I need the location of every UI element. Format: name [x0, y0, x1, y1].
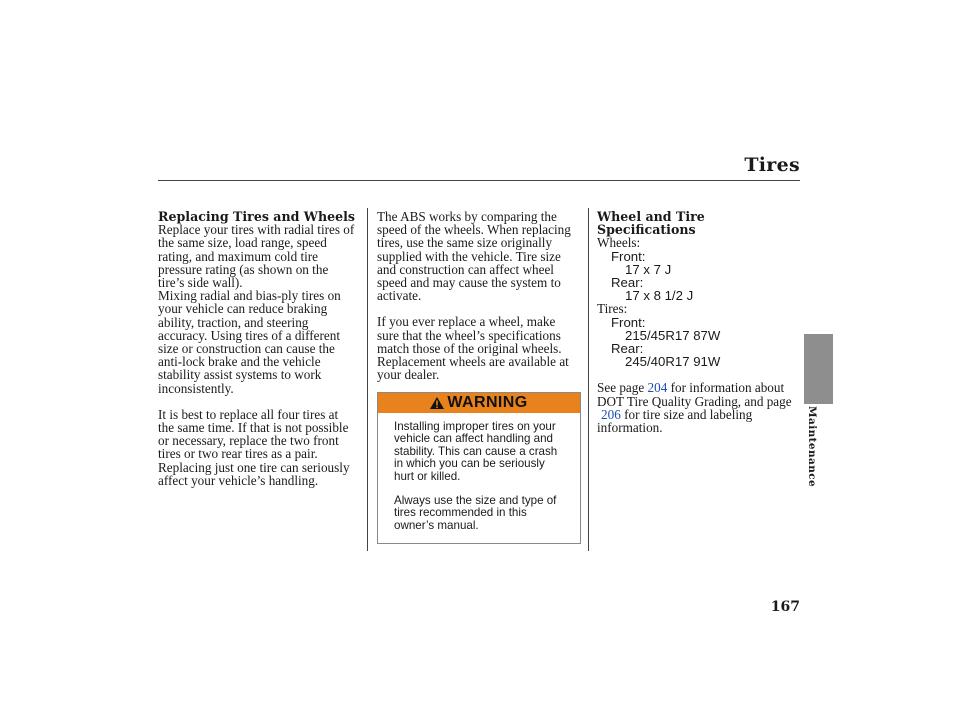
text-line: accuracy. Using tires of a different [158, 327, 340, 343]
left-paragraph-3: It is best to replace all four tires at … [158, 408, 363, 487]
text-line: tires or two rear tires as a pair. [158, 446, 318, 462]
text-span: for information about [667, 380, 785, 396]
text-line: The ABS works by comparing the [377, 209, 557, 224]
wheels-label: Wheels: [597, 235, 641, 251]
page-link-206[interactable]: 206 [601, 406, 621, 422]
text-line: speed of the wheels. When replacing [377, 222, 571, 238]
warning-box: WARNING Installing improper tires on you… [377, 392, 581, 544]
middle-paragraph-1: The ABS works by comparing the speed of … [377, 209, 585, 304]
see-page-line-2: DOT Tire Quality Grading, and page [597, 393, 792, 409]
text-line: stability. This can cause a crash [394, 444, 558, 458]
tires-rear-label: Rear: [611, 341, 644, 357]
text-line: hurt or killed. [394, 469, 461, 483]
warning-title: WARNING [447, 394, 528, 411]
warning-header: WARNING [378, 393, 580, 413]
text-line: owner’s manual. [394, 518, 479, 532]
section-tab-label: Maintenance [806, 406, 818, 488]
section-heading-specifications: Wheel and Tire Specifications [597, 209, 705, 238]
section-heading-replacing: Replacing Tires and Wheels [158, 209, 356, 224]
wheels-front-label: Front: [611, 248, 646, 264]
column-divider-left [367, 208, 368, 551]
text-line: Replace your tires with radial tires of [158, 222, 355, 238]
text-line: activate. [377, 288, 422, 304]
text-line: supplied with the vehicle. Tire size [377, 248, 561, 264]
text-line: tires recommended in this [394, 506, 527, 520]
see-page-line-4: information. [597, 420, 663, 436]
text-line: tires, use the same size originally [377, 235, 553, 251]
right-column: Wheel and Tire Specifications Wheels: Fr… [597, 210, 802, 434]
middle-column: The ABS works by comparing the speed of … [377, 209, 585, 382]
warning-triangle-icon [430, 397, 445, 409]
tires-label: Tires: [597, 301, 628, 317]
text-line: the same size, load range, speed [158, 235, 327, 251]
text-line: ability, traction, and steering [158, 314, 309, 330]
text-span: for tire size and labeling [620, 406, 753, 422]
page-link-204[interactable]: 204 [647, 380, 668, 396]
text-line: If you ever replace a wheel, make [377, 314, 556, 330]
wheels-front-value: 17 x 7 J [625, 261, 672, 277]
text-line: rating, and maximum cold tire [158, 248, 319, 264]
page-title: Tires [744, 154, 800, 176]
tires-front-value: 215/45R17 87W [625, 327, 721, 343]
text-line: tire’s side wall). [158, 275, 243, 291]
text-line: Always use the size and type of [394, 494, 557, 508]
text-span: See page [597, 380, 648, 396]
text-line: Mixing radial and bias-ply tires on [158, 288, 341, 304]
text-line: your dealer. [377, 367, 440, 383]
left-paragraph-1: Replace your tires with radial tires of … [158, 223, 363, 289]
tires-rear-value: 245/40R17 91W [625, 354, 721, 370]
header-rule [158, 180, 800, 181]
section-tab-marker [804, 334, 833, 404]
wheels-rear-value: 17 x 8 1/2 J [625, 288, 694, 304]
tires-front-label: Front: [611, 314, 646, 330]
text-line: anti-lock brake and the vehicle [158, 354, 321, 370]
text-line: the same time. If that is not possible [158, 420, 349, 436]
text-line: Replacement wheels are available at [377, 354, 569, 370]
text-line: Installing improper tires on your [394, 420, 556, 433]
left-paragraph-2: Mixing radial and bias-ply tires on your… [158, 289, 363, 395]
text-line: inconsistently. [158, 380, 234, 396]
left-column: Replacing Tires and Wheels Replace your … [158, 210, 363, 487]
text-line: match those of the original wheels. [377, 340, 562, 356]
text-line: vehicle can affect handling and [394, 432, 553, 446]
text-line: affect your vehicle’s handling. [158, 472, 319, 488]
text-line: It is best to replace all four tires at [158, 406, 339, 422]
see-page-line-3: 206 for tire size and labeling [597, 408, 802, 421]
text-line: speed and may cause the system to [377, 275, 561, 291]
text-line: Replacing just one tire can seriously [158, 459, 350, 475]
text-line: size or construction can cause the [158, 341, 335, 357]
text-line: or necessary, replace the two front [158, 433, 339, 449]
text-line: stability assist systems to work [158, 367, 322, 383]
warning-body: Installing improper tires on your vehicl… [394, 420, 580, 532]
text-line: and construction can affect wheel [377, 261, 554, 277]
column-divider-right [588, 208, 589, 551]
text-line: in which you can be seriously [394, 457, 545, 471]
text-line: pressure rating (as shown on the [158, 261, 329, 277]
text-line: your vehicle can reduce braking [158, 301, 328, 317]
middle-paragraph-2: If you ever replace a wheel, make sure t… [377, 315, 585, 381]
see-page-line-1: See page 204 for information about [597, 381, 802, 394]
text-line: sure that the wheel’s specifications [377, 327, 561, 343]
page-number: 167 [770, 599, 800, 615]
wheels-rear-label: Rear: [611, 275, 644, 291]
